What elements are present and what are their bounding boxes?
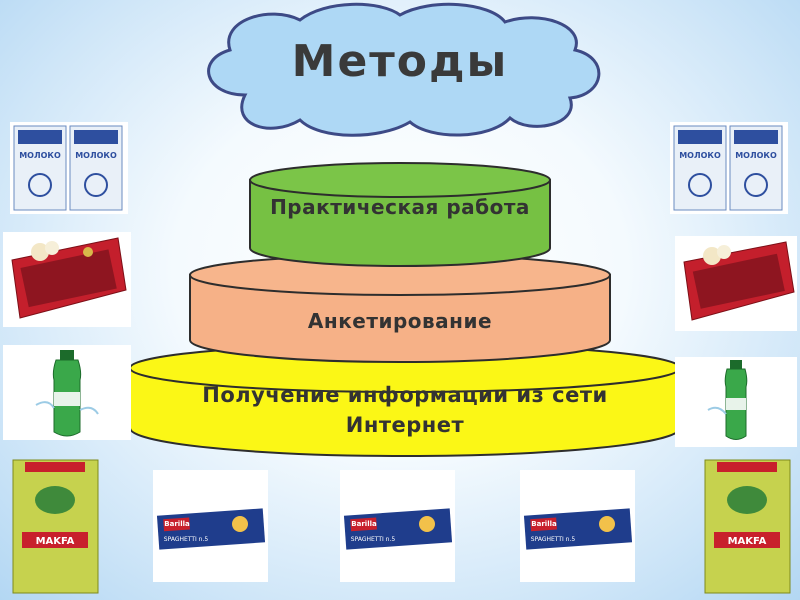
milk-cartons-left: МОЛОКО МОЛОКО [10, 122, 128, 214]
milk-label-left-2: МОЛОКО [75, 151, 117, 160]
pasta-pack-left: MAKFA [12, 459, 99, 594]
spaghetti-box-1: Barilla SPAGHETTI n.5 [153, 470, 268, 582]
page-title: Методы [291, 36, 509, 87]
title-cloud [207, 2, 601, 137]
milk-label-right-1: МОЛОКО [679, 151, 721, 160]
milk-cartons-right: МОЛОКО МОЛОКО [670, 122, 788, 214]
milk-label-left-1: МОЛОКО [19, 151, 61, 160]
soda-bottle-right [675, 357, 797, 447]
spaghetti-brand-2: Barilla [351, 520, 377, 528]
tier-middle-label: Анкетирование [307, 309, 493, 333]
milk-label-right-2: МОЛОКО [735, 151, 777, 160]
spaghetti-box-3: Barilla SPAGHETTI n.5 [520, 470, 635, 582]
spaghetti-label-3: SPAGHETTI n.5 [531, 536, 576, 543]
chocolate-box-left [3, 232, 131, 327]
tier-top [249, 162, 551, 267]
soda-bottle-left [3, 345, 131, 440]
spaghetti-label-2: SPAGHETTI n.5 [351, 536, 396, 543]
pasta-pack-right: MAKFA [704, 459, 791, 594]
pasta-label-right: MAKFA [728, 536, 767, 547]
spaghetti-brand-3: Barilla [531, 520, 557, 528]
tier-middle [189, 254, 611, 363]
pasta-label-left: MAKFA [36, 536, 75, 547]
tier-bottom-label: Получение информации из сети Интернет [202, 383, 608, 437]
tier-top-label: Практическая работа [270, 195, 530, 219]
spaghetti-box-2: Barilla SPAGHETTI n.5 [340, 470, 455, 582]
spaghetti-label-1: SPAGHETTI n.5 [164, 536, 209, 543]
chocolate-box-right [675, 236, 797, 331]
spaghetti-brand-1: Barilla [164, 520, 190, 528]
